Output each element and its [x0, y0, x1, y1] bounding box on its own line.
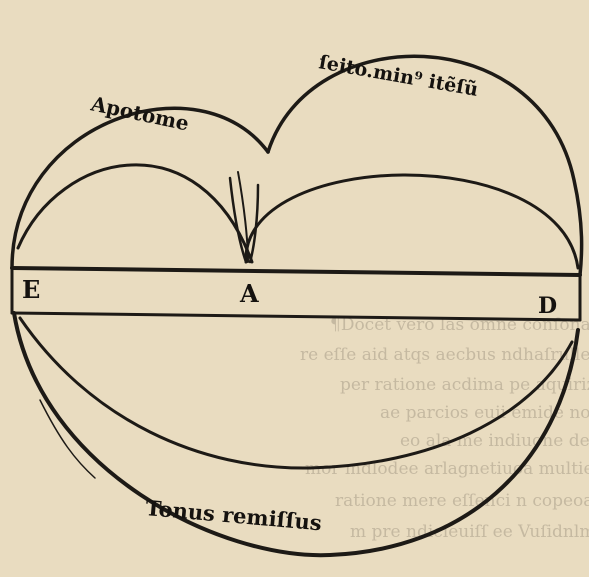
- band-bottom-line: [10, 311, 582, 322]
- point-a-label: A: [239, 279, 259, 308]
- semitone-minor-arc: [228, 54, 584, 277]
- apotome-label: Apotome: [88, 91, 191, 135]
- bleed-line: per ratione acdima pe aquiriz ralte: [340, 375, 589, 395]
- semitone-tail-left: [228, 176, 248, 264]
- apotome-outer-curve: [10, 106, 270, 270]
- semitone-inner-curve: [244, 173, 580, 270]
- tonus-inner-curve: [18, 316, 574, 470]
- semitone-minor-label: ſeito.min⁹ itẽſũ: [317, 51, 480, 101]
- bleed-line: ae parcios euii emide nonmuie ie: [380, 403, 589, 423]
- apotome-arc: [10, 106, 270, 270]
- point-d-label: D: [538, 293, 557, 319]
- bleed-line: ratione mere eſſenci n copeoainua eſe: [335, 491, 589, 511]
- apotome-inner-curve: [16, 163, 254, 264]
- tonus-remissus-label: Tonus remiſſus: [145, 495, 323, 535]
- tonus-remissus-arc: [12, 311, 580, 558]
- base-band: [10, 266, 582, 322]
- band-top-line: [10, 266, 582, 277]
- tonus-ink-flourish: [39, 399, 96, 479]
- point-labels: E A D: [22, 275, 557, 319]
- tonus-outer-curve: [12, 311, 580, 558]
- semitone-outer-curve: [266, 54, 584, 277]
- bleed-line: mor mdlodee arlagnetiuoa multien: [305, 459, 589, 479]
- bleed-line: re eſſe aid atqs aecbus ndhaſrulleee: [300, 345, 589, 365]
- semitone-tail-right: [248, 183, 260, 264]
- point-e-label: E: [22, 275, 40, 304]
- semitone-tail-middle: [237, 171, 249, 263]
- bleed-line: m pre ndicieuiſſ ee Vuſidnlmiaſſ: [350, 522, 589, 542]
